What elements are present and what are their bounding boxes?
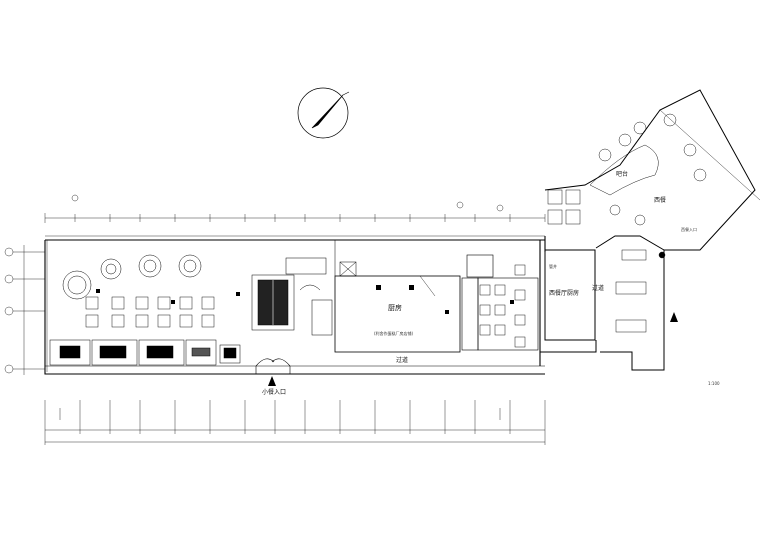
scale-note: 1:100 xyxy=(708,381,720,386)
structural-columns xyxy=(96,285,514,314)
kitchen-label: 厨房 xyxy=(388,304,402,312)
western-restaurant-label: 西餐 xyxy=(654,197,667,204)
round-tables xyxy=(62,254,202,300)
western-restaurant-outline xyxy=(539,89,760,371)
bar-label: 吧台 xyxy=(616,171,629,178)
western-kitchen-label: 西餐厅厨房 xyxy=(549,290,580,297)
main-building-outline xyxy=(44,235,546,375)
kitchen-room xyxy=(334,240,461,353)
entrance-arrow-icon xyxy=(268,376,276,386)
square-tables xyxy=(85,264,526,348)
passage-label: 过道 xyxy=(592,285,605,292)
north-arrow xyxy=(297,87,350,139)
bottom-dimension-line xyxy=(44,400,546,445)
private-booths xyxy=(49,339,241,366)
top-dimension-line xyxy=(44,194,546,223)
side-entrance-label: 西餐入口 xyxy=(681,227,697,232)
kitchen-note: (利舍作蛋糕厂房店铺) xyxy=(374,331,414,336)
corridor-label: 过道 xyxy=(396,357,409,364)
main-entrance-door xyxy=(255,358,291,374)
left-axis-grid xyxy=(4,245,45,375)
side-entrance-arrow-icon xyxy=(670,312,678,322)
mid-right-rooms xyxy=(461,254,539,351)
main-entrance-label: 小餐入口 xyxy=(262,389,287,396)
western-tables xyxy=(547,113,707,333)
shaft-label: 管井 xyxy=(549,264,557,269)
stair-core xyxy=(251,257,357,336)
